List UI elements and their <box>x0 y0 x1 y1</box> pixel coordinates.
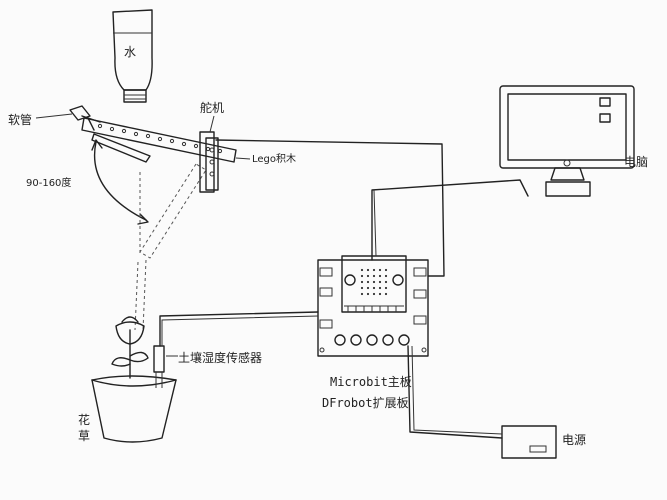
flower-pot: 花 草 <box>78 316 177 443</box>
servo-label: 舵机 <box>200 100 224 115</box>
servo-motor: 舵机 Lego积木 <box>199 100 296 193</box>
water-stream <box>134 172 147 331</box>
nozzle-label: 软管 <box>8 112 32 127</box>
angle-label: 90-160度 <box>26 176 71 189</box>
lego-label: Lego积木 <box>252 153 296 165</box>
board-label-dfrobot: DFrobot扩展板 <box>322 396 409 410</box>
soil-moisture-sensor: 土壤湿度传感器 <box>153 345 262 388</box>
board-label-microbit: Microbit主板 <box>330 375 412 389</box>
controller-board: Microbit主板 DFrobot扩展板 <box>317 255 429 410</box>
water-bottle: 水 <box>112 9 153 103</box>
computer-label: 电脑 <box>624 155 648 169</box>
pot-label-1: 花 <box>78 412 90 427</box>
computer: 电脑 <box>499 85 648 197</box>
angle-indicator: 90-160度 <box>26 139 149 225</box>
soil-sensor-label: 土壤湿度传感器 <box>178 350 262 365</box>
water-label: 水 <box>124 45 136 59</box>
lego-arm <box>81 117 237 259</box>
wires <box>159 139 529 439</box>
power-label: 电源 <box>562 433 586 447</box>
power-supply: 电源 <box>501 425 586 459</box>
pot-label-2: 草 <box>78 429 90 443</box>
